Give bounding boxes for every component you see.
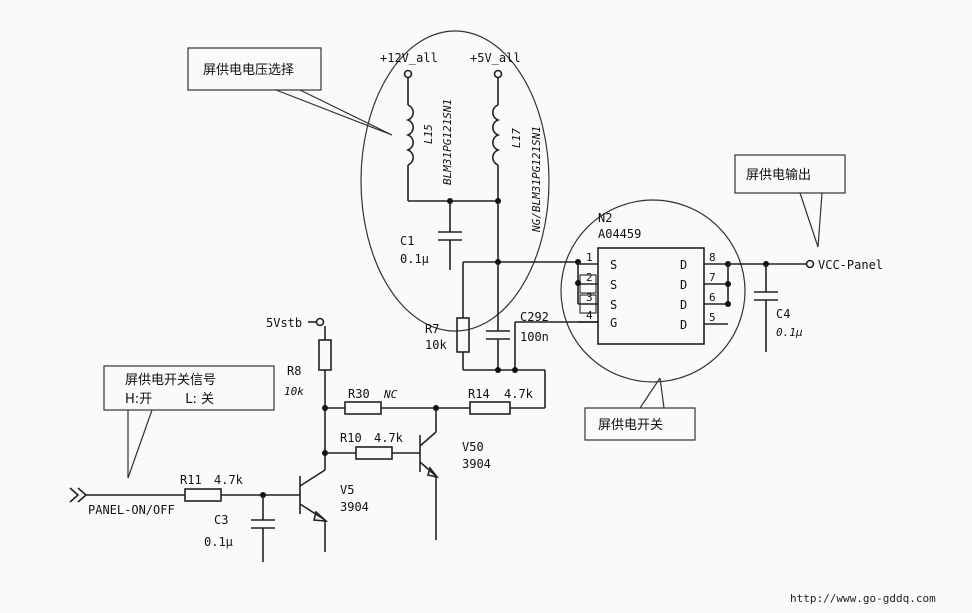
capacitor-c1: C1 0.1μ xyxy=(400,201,462,270)
ic-pin-8: 8D xyxy=(680,251,728,272)
v5-ref: V5 xyxy=(340,483,354,497)
transistor-v5: V5 3904 xyxy=(299,469,369,552)
v50-ref: V50 xyxy=(462,440,484,454)
v50-part: 3904 xyxy=(462,457,491,471)
l17-part: NG/BLM31PG121SN1 xyxy=(530,126,543,233)
ic-pin-name: D xyxy=(680,318,687,332)
resistor-r7: R7 10k xyxy=(425,262,470,370)
resistor-r14: R14 4.7k xyxy=(468,387,545,415)
ic-pin-1: 1S xyxy=(578,251,617,272)
ic-pin-number: 2 xyxy=(586,271,593,284)
ic-pin-number: 4 xyxy=(586,309,593,322)
rail-12v-label: +12V_all xyxy=(380,51,438,65)
ic-pin-5: 5D xyxy=(680,311,728,332)
r7-ref: R7 xyxy=(425,322,439,336)
panel-on-off-label: PANEL-ON/OFF xyxy=(88,503,175,517)
callout-switch-signal: 屏供电开关信号 H:开 L: 关 xyxy=(103,365,275,479)
ic-pin-6: 6D xyxy=(680,291,728,312)
ic-pin-name: S xyxy=(610,298,617,312)
callout-switch-signal-line1: 屏供电开关信号 xyxy=(125,373,216,388)
ic-pin-4: 4G xyxy=(578,309,617,330)
rail-5v-label: +5V_all xyxy=(470,51,521,65)
callout-power-switch: 屏供电开关 xyxy=(584,377,696,441)
capacitor-c292: C292 100n xyxy=(486,262,549,370)
panel-on-off-input: PANEL-ON/OFF xyxy=(69,487,185,517)
l17-ref: L17 xyxy=(510,128,523,148)
c3-ref: C3 xyxy=(214,513,228,527)
r11-val: 4.7k xyxy=(214,473,244,487)
c4-val: 0.1μ xyxy=(776,326,803,339)
capacitor-c3: C3 0.1μ xyxy=(204,495,275,562)
resistor-r30: R30 NC xyxy=(325,387,470,415)
ic-pin-name: D xyxy=(680,278,687,292)
r14-val: 4.7k xyxy=(504,387,534,401)
c4-ref: C4 xyxy=(776,307,790,321)
c1-val: 0.1μ xyxy=(400,252,429,266)
junction-pin2 xyxy=(575,280,581,286)
capacitor-c4: C4 0.1μ xyxy=(754,264,803,352)
junction-pin7 xyxy=(725,281,731,287)
mosfet-ic-n2: N2 A04459 xyxy=(597,211,705,345)
rail-12v-terminal xyxy=(403,69,413,79)
c292-val: 100n xyxy=(520,330,549,344)
r14-ref: R14 xyxy=(468,387,490,401)
vcc-panel-label: VCC-Panel xyxy=(818,258,883,272)
r8-ref: R8 xyxy=(287,364,301,378)
ic-pin-3: 3S xyxy=(578,291,617,314)
r8-val: 10k xyxy=(284,385,304,398)
rail-5v-terminal xyxy=(493,69,503,79)
ic-pin-name: S xyxy=(610,258,617,272)
ic-pin-number: 6 xyxy=(709,291,716,304)
callout-output-text: 屏供电输出 xyxy=(746,167,811,183)
ic-pin-number: 7 xyxy=(709,271,716,284)
ic-pin-name: G xyxy=(610,316,617,330)
junction-gate-a xyxy=(495,367,501,373)
ic-pin-name: D xyxy=(680,258,687,272)
rail-5vstb-label: 5Vstb xyxy=(266,316,302,330)
vcc-panel-terminal xyxy=(805,259,815,269)
r11-ref: R11 xyxy=(180,473,202,487)
r10-ref: R10 xyxy=(340,431,362,445)
l15-part: BLM31PG121SN1 xyxy=(441,99,454,185)
r10-val: 4.7k xyxy=(374,431,404,445)
c292-ref: C292 xyxy=(520,310,549,324)
transistor-v50: V50 3904 xyxy=(419,408,491,540)
n2-part: A04459 xyxy=(598,227,641,241)
ic-pin-number: 3 xyxy=(586,291,593,304)
callout-voltage-select-text: 屏供电电压选择 xyxy=(203,63,294,78)
callout-output: 屏供电输出 xyxy=(734,154,846,248)
ic-pin-name: D xyxy=(680,298,687,312)
power-switch-ellipse xyxy=(560,199,746,383)
inductor-l15: L15 BLM31PG121SN1 xyxy=(405,78,454,201)
ic-pin-number: 8 xyxy=(709,251,716,264)
rail-5vstb-terminal xyxy=(315,317,325,327)
c3-val: 0.1μ xyxy=(204,535,233,549)
resistor-r11: R11 4.7k xyxy=(180,473,300,502)
voltage-select-ellipse xyxy=(360,30,550,332)
n2-ref: N2 xyxy=(598,211,612,225)
resistor-r10: R10 4.7k xyxy=(325,431,420,460)
ic-pin-name: S xyxy=(610,278,617,292)
r7-val: 10k xyxy=(425,338,447,352)
junction-pin6 xyxy=(725,301,731,307)
c1-ref: C1 xyxy=(400,234,414,248)
ic-pin-number: 5 xyxy=(709,311,716,324)
callout-power-switch-text: 屏供电开关 xyxy=(598,418,663,433)
v5-part: 3904 xyxy=(340,500,369,514)
ic-pin-number: 1 xyxy=(586,251,593,264)
inductor-l17: L17 NG/BLM31PG121SN1 xyxy=(492,78,543,233)
ic-pin-7: 7D xyxy=(680,271,728,292)
r30-ref: R30 xyxy=(348,387,370,401)
footer-url: http://www.go-gddq.com xyxy=(790,592,936,605)
r30-val: NC xyxy=(383,388,398,401)
callout-switch-signal-line2: H:开 L: 关 xyxy=(125,392,214,407)
l15-ref: L15 xyxy=(422,124,435,144)
callout-voltage-select: 屏供电电压选择 xyxy=(187,47,393,136)
junction-gate-b xyxy=(512,367,518,373)
